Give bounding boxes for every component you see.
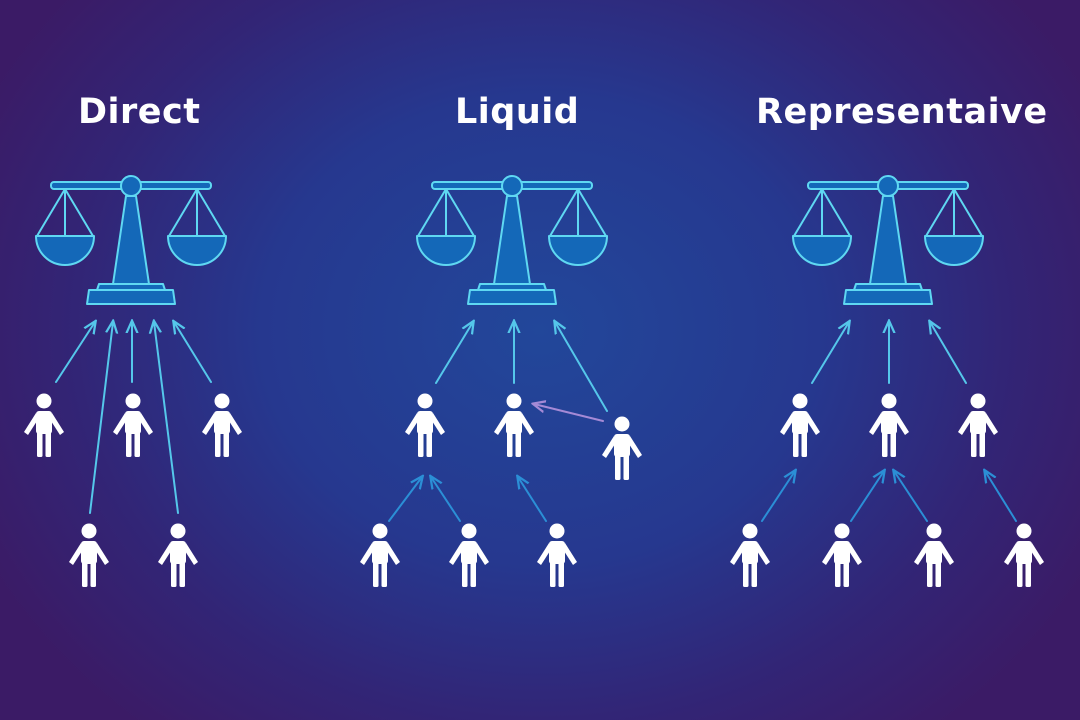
scale-direct-icon (35, 175, 227, 305)
direct-voter-icon (202, 393, 242, 457)
liquid-delegation-arrow (518, 477, 547, 522)
liquid-delegation-arrow (431, 477, 461, 522)
representative-election-arrow (850, 471, 884, 522)
representative-voter-icon (822, 523, 862, 587)
people-layer (24, 393, 1044, 587)
liquid-voter-icon (360, 523, 400, 587)
representative-voter-icon (1004, 523, 1044, 587)
arrow-layer (55, 322, 1017, 522)
representative-voter-icon (730, 523, 770, 587)
liquid-vote-arrow (435, 322, 473, 384)
representative-vote-arrow (930, 322, 967, 384)
liquid-voter-icon (537, 523, 577, 587)
representative-election-arrow (761, 471, 795, 522)
scale-liquid-icon (416, 175, 608, 305)
representative-icon (780, 393, 820, 457)
representative-voter-icon (914, 523, 954, 587)
representative-vote-arrow (811, 322, 849, 384)
direct-voter-icon (113, 393, 153, 457)
liquid-vote-arrow (555, 322, 608, 412)
scale-representative-icon (792, 175, 984, 305)
direct-vote-arrow (89, 322, 113, 514)
liquid-voter-icon (602, 416, 642, 480)
representative-icon (958, 393, 998, 457)
representative-icon (869, 393, 909, 457)
liquid-delegation-transfer-arrow (534, 404, 604, 422)
liquid-delegation-arrow (388, 477, 422, 522)
scale-layer (35, 175, 984, 305)
direct-vote-arrow (55, 322, 95, 383)
liquid-delegate-icon (405, 393, 445, 457)
representative-election-arrow (985, 471, 1017, 522)
panel-title-representative: Representaive (756, 92, 1048, 132)
panel-title-direct: Direct (78, 92, 201, 132)
liquid-delegate-icon (494, 393, 534, 457)
panel-title-liquid: Liquid (455, 92, 580, 132)
direct-voter-icon (69, 523, 109, 587)
direct-vote-arrow (174, 322, 212, 383)
direct-vote-arrow (154, 322, 179, 514)
direct-voter-icon (158, 523, 198, 587)
representative-election-arrow (894, 471, 928, 522)
liquid-voter-icon (449, 523, 489, 587)
direct-voter-icon (24, 393, 64, 457)
